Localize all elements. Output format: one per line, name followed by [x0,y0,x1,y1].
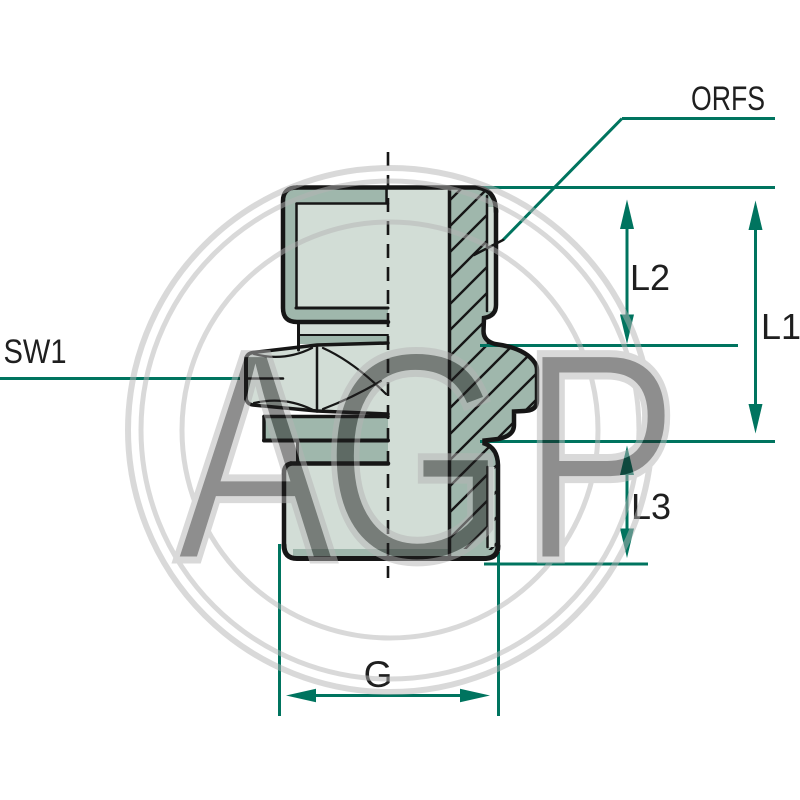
watermark-letter-p: P [520,288,680,624]
neck-shade [298,335,388,344]
dimension-labels: ORFS SW1 L2 L1 L3 G [4,80,800,695]
watermark-circle-mid [138,178,642,682]
stud-face [284,463,388,559]
watermark-letters: A G P [172,285,683,627]
watermark-circle-inner [179,219,601,641]
label-sw1: SW1 [4,333,67,371]
watermark-circle-outer [125,165,655,695]
label-l1: L1 [761,306,800,347]
collar [264,416,388,441]
relief-groove [297,441,388,463]
label-l2: L2 [630,257,670,298]
thread-strip-top [487,207,495,311]
thread-strip-bottom [488,467,495,547]
watermark-letter-g: G [322,288,509,624]
dimension-l1 [480,200,775,443]
bore [388,187,449,558]
dimension-g [278,544,500,716]
bottom-chamfer-band [293,549,487,557]
watermark-agp: A G P [125,165,683,695]
watermark-letter-a: A [175,288,336,624]
label-orfs: ORFS [691,80,765,118]
